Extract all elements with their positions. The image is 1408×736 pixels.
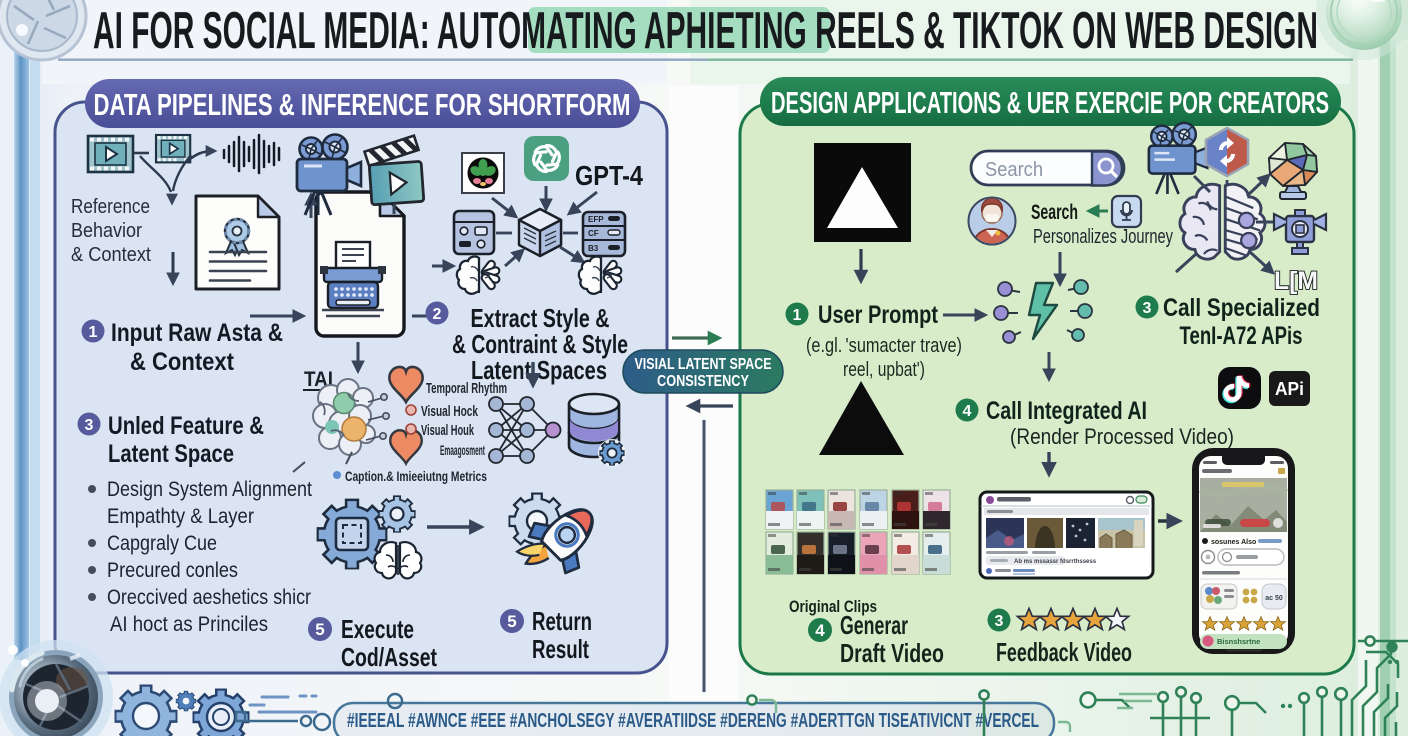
svg-text:Visual Houk: Visual Houk xyxy=(421,423,475,439)
svg-text:5: 5 xyxy=(315,620,324,639)
svg-text:3: 3 xyxy=(85,417,94,434)
svg-text:Execute: Execute xyxy=(341,614,414,644)
svg-text:APi: APi xyxy=(1275,379,1304,399)
svg-text:Draft Video: Draft Video xyxy=(840,638,944,668)
svg-text:Behavior: Behavior xyxy=(71,219,142,242)
svg-text:4: 4 xyxy=(963,403,972,420)
svg-text:Search: Search xyxy=(1031,201,1078,224)
svg-text:2: 2 xyxy=(433,306,442,323)
svg-text:GPT-4: GPT-4 xyxy=(575,160,643,191)
svg-text:(e.gl. 'sumаcter trave): (e.gl. 'sumаcter trave) xyxy=(806,335,962,357)
svg-text:#IEEEAL #AWNCE #EEE #ANCHOLSEG: #IEEEAL #AWNCE #EEE #ANCHOLSEGY #AVERATI… xyxy=(347,710,1039,732)
svg-text:5: 5 xyxy=(507,612,516,631)
svg-text:reel, upbat'): reel, upbat') xyxy=(843,359,925,381)
svg-text:DESIGN APPLICATIONS & UER EXER: DESIGN APPLICATIONS & UER EXERCIE POR CR… xyxy=(771,85,1329,120)
svg-text:3: 3 xyxy=(995,613,1004,630)
svg-text:4: 4 xyxy=(815,621,825,640)
svg-text:Cod/Asset: Cod/Asset xyxy=(341,642,437,672)
svg-text:EFP: EFP xyxy=(588,215,604,224)
svg-text:Result: Result xyxy=(532,634,589,664)
svg-text:1: 1 xyxy=(89,324,98,341)
svg-text:Feedback Video: Feedback Video xyxy=(996,637,1132,667)
svg-text:Empathty & Layer: Empathty & Layer xyxy=(107,505,254,528)
svg-text:Search: Search xyxy=(985,159,1043,181)
svg-text:ac 50: ac 50 xyxy=(1265,595,1283,602)
svg-text:Precured conles: Precured conles xyxy=(107,559,238,582)
svg-text:Caption.& Imieeiutng Metrics: Caption.& Imieeiutng Metrics xyxy=(345,468,487,484)
svg-text:Original Clips: Original Clips xyxy=(789,597,877,616)
svg-text:Input Raw Asta &: Input Raw Asta & xyxy=(111,319,283,347)
svg-text:& Contraint & Style: & Contraint & Style xyxy=(452,329,628,359)
svg-text:Extract Style &: Extract Style & xyxy=(471,303,610,333)
svg-text:Latent Space: Latent Space xyxy=(108,440,234,468)
svg-text:B3: B3 xyxy=(588,244,599,253)
svg-text:Visual Hock: Visual Hock xyxy=(421,404,479,420)
svg-text:Call Integrated AI: Call Integrated AI xyxy=(986,397,1147,425)
svg-text:TenI-A72 APis: TenI-A72 APis xyxy=(1180,322,1303,350)
svg-text:Call Specialized: Call Specialized xyxy=(1163,294,1320,322)
svg-text:CONSISTENCY: CONSISTENCY xyxy=(657,373,750,390)
svg-text:Temporal Rhythm: Temporal Rhythm xyxy=(426,381,507,397)
svg-text:(Render Processed Video): (Render Processed Video) xyxy=(1010,424,1234,449)
svg-text:User Prompt: User Prompt xyxy=(818,301,939,329)
svg-text:L[M: L[M xyxy=(1274,267,1318,295)
svg-text:Return: Return xyxy=(532,606,592,636)
svg-text:Bisnshsrtne: Bisnshsrtne xyxy=(1217,637,1260,646)
svg-text:1: 1 xyxy=(793,307,802,324)
svg-text:CF: CF xyxy=(588,229,599,238)
svg-text:& Context: & Context xyxy=(71,243,151,266)
svg-text:Ab ms mssassr fdsrrthssess: Ab ms mssassr fdsrrthssess xyxy=(1014,559,1097,565)
svg-text:VISIAL LATENT SPACE: VISIAL LATENT SPACE xyxy=(635,356,772,373)
svg-text:Generar: Generar xyxy=(840,610,908,640)
svg-text:AI FOR SOCIAL MEDIA: AUTOMATIN: AI FOR SOCIAL MEDIA: AUTOMATING APHIETIN… xyxy=(93,2,1318,60)
svg-text:AI hoct as Princiles: AI hoct as Princiles xyxy=(110,613,268,636)
svg-text:DATA PIPELINES & INFERENCE FOR: DATA PIPELINES & INFERENCE FOR SHORTFORM xyxy=(94,87,631,122)
svg-text:3: 3 xyxy=(1143,300,1152,317)
svg-text:Unled Feature &: Unled Feature & xyxy=(108,412,264,440)
svg-text:Capgraly Cue: Capgraly Cue xyxy=(107,532,217,555)
svg-text:Reference: Reference xyxy=(71,195,150,218)
svg-text:Design System Alignment: Design System Alignment xyxy=(107,478,312,501)
svg-text:Emaagosment: Emaagosment xyxy=(440,443,485,458)
svg-text:sosunes Also: sosunes Also xyxy=(1211,539,1256,546)
svg-text:Personalizes Journey: Personalizes Journey xyxy=(1033,226,1173,248)
svg-text:& Context: & Context xyxy=(130,348,235,376)
svg-text:Oreccived aeshetics shicr: Oreccived aeshetics shicr xyxy=(107,586,311,609)
